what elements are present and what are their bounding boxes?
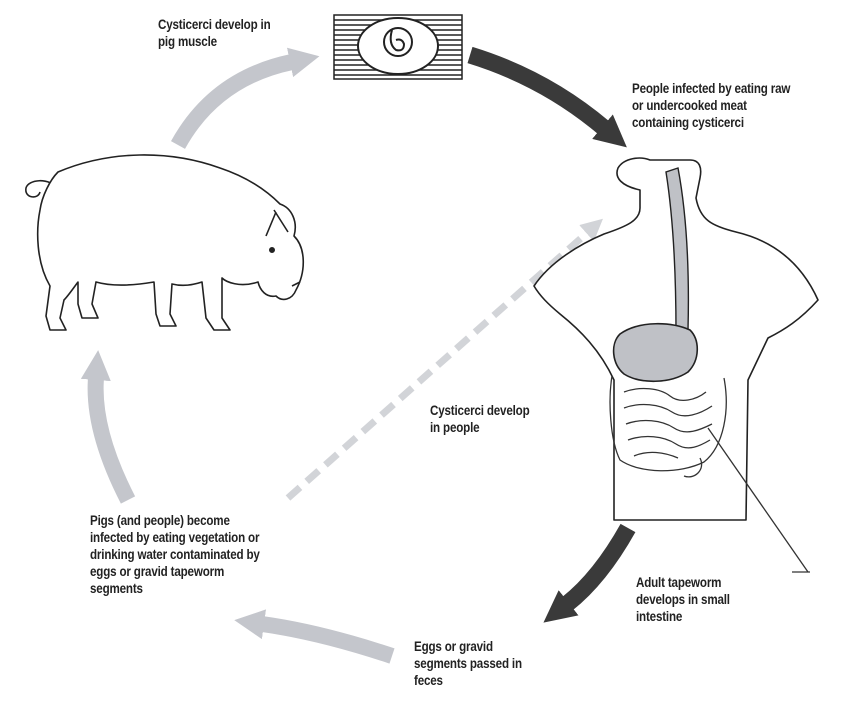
arrow-person-to-feces [567,528,628,604]
arrow-feces-to-pigs [262,624,392,656]
pig-muscle-cyst-icon [334,15,462,79]
arrow-contamination-to-pig [96,378,128,500]
label-eggs-passed-in-feces: Eggs or gravid segments passed in feces [414,638,522,689]
dashed-arrow-eggs-to-people [288,232,588,498]
label-cysticerci-develop-in-pig-muscle: Cysticerci develop in pig muscle [158,16,271,50]
label-cysticerci-develop-in-people: Cysticerci develop in people [430,402,530,436]
stomach-icon [614,324,698,382]
label-adult-tapeworm: Adult tapeworm develops in small intesti… [636,574,730,625]
human-torso-icon [534,158,818,572]
pig-icon [26,155,303,330]
label-pigs-become-infected: Pigs (and people) become infected by eat… [90,512,260,597]
arrow-muscle-to-person [470,55,604,128]
label-people-infected: People infected by eating raw or underco… [632,80,790,131]
arrow-pig-to-muscle [178,62,292,145]
